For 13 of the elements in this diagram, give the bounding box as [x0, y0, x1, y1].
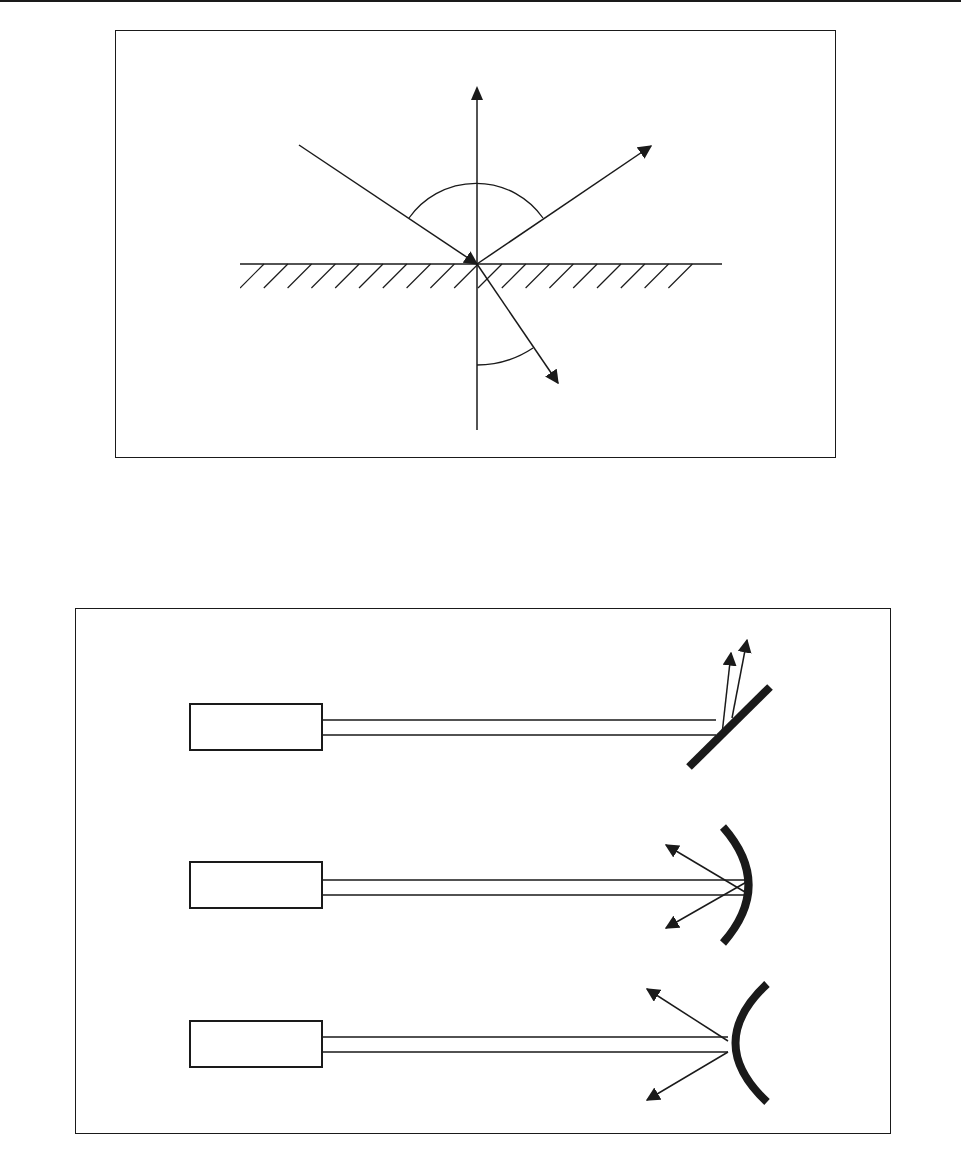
light-ray-arrow [731, 638, 752, 719]
light-ray-arrow [476, 145, 653, 265]
surface-line [240, 263, 722, 289]
light-beam [322, 1036, 729, 1053]
light-beam [322, 719, 717, 736]
light-source-box [189, 861, 323, 909]
flat-mirror [684, 684, 774, 770]
light-ray-arrow [476, 263, 559, 385]
light-ray-arrow [645, 988, 729, 1042]
light-ray-arrow [298, 144, 479, 265]
light-source-box [189, 703, 323, 751]
light-ray-arrow [645, 1051, 729, 1101]
light-source-box [189, 1020, 323, 1068]
